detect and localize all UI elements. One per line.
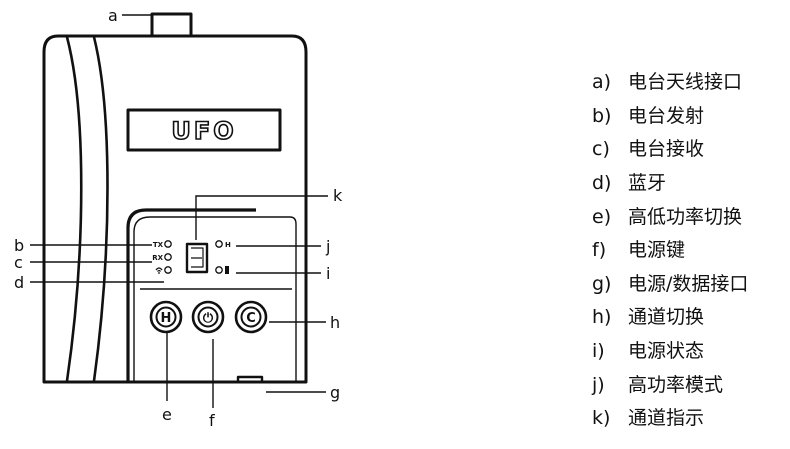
legend-item: k) 通道指示 bbox=[592, 402, 748, 436]
legend-text: 电源/数据接口 bbox=[628, 272, 749, 295]
tx-led bbox=[164, 240, 172, 248]
front-panel bbox=[126, 208, 256, 382]
legend-text: 电台接收 bbox=[628, 138, 705, 161]
body-side-curve bbox=[65, 36, 83, 382]
body-side-curve bbox=[92, 36, 109, 382]
legend-text: 高功率模式 bbox=[628, 373, 724, 396]
power-button-inner bbox=[197, 306, 219, 328]
legend-list: a) 电台天线接口 b) 电台发射 c) 电台接收 d) 蓝牙 e) 高低功率切换 f) 电… bbox=[592, 66, 748, 436]
legend-key: i) bbox=[592, 340, 605, 363]
legend-text: 通道指示 bbox=[628, 407, 705, 430]
channel-display bbox=[185, 242, 209, 274]
legend-text: 电源状态 bbox=[628, 340, 705, 363]
callout-h: h bbox=[330, 313, 340, 332]
callout-g: g bbox=[330, 383, 340, 402]
legend-key: j) bbox=[592, 373, 605, 396]
legend-item: b) 电台发射 bbox=[592, 100, 748, 134]
legend-text: 电台发射 bbox=[628, 104, 705, 127]
callout-e: e bbox=[162, 405, 172, 424]
callout-i: i bbox=[326, 264, 330, 283]
legend-key: c) bbox=[592, 138, 610, 161]
callout-a: a bbox=[108, 6, 118, 25]
power-button-outer bbox=[191, 300, 225, 334]
bluetooth-led bbox=[164, 266, 172, 274]
legend-item: f) 电源键 bbox=[592, 234, 748, 268]
battery-icon bbox=[225, 266, 229, 274]
legend-item: e) 高低功率切换 bbox=[592, 200, 748, 234]
legend-key: e) bbox=[592, 205, 612, 228]
h-button-inner bbox=[155, 306, 177, 328]
legend-item: j) 高功率模式 bbox=[592, 368, 748, 402]
high-power-led bbox=[215, 240, 223, 248]
legend-text: 高低功率切换 bbox=[628, 205, 743, 228]
legend-key: k) bbox=[592, 407, 611, 430]
legend-item: d) 蓝牙 bbox=[592, 167, 748, 201]
tx-indicator-label: TX bbox=[153, 241, 164, 249]
bluetooth-icon bbox=[155, 267, 163, 272]
power-status-led bbox=[215, 266, 223, 274]
front-panel-inner bbox=[133, 216, 297, 382]
legend-key: f) bbox=[592, 239, 607, 262]
callout-c: c bbox=[14, 253, 23, 272]
legend-key: g) bbox=[592, 272, 612, 295]
legend-text: 蓝牙 bbox=[628, 172, 667, 195]
device-body bbox=[42, 34, 308, 384]
callout-d: d bbox=[14, 273, 24, 292]
callout-j: j bbox=[325, 237, 330, 256]
legend-text: 电台天线接口 bbox=[628, 71, 743, 94]
high-power-indicator-label: H bbox=[225, 241, 231, 249]
brand-logo: UFO bbox=[171, 117, 236, 145]
c-button-outer bbox=[234, 300, 268, 334]
rx-led bbox=[164, 253, 172, 261]
leader-k bbox=[195, 195, 328, 240]
legend-key: a) bbox=[592, 71, 612, 94]
data-port bbox=[236, 375, 264, 382]
h-button-outer bbox=[149, 300, 183, 334]
c-button-inner bbox=[240, 306, 262, 328]
legend-item: h) 通道切换 bbox=[592, 301, 748, 335]
legend-item: i) 电源状态 bbox=[592, 335, 748, 369]
legend-text: 通道切换 bbox=[628, 306, 705, 329]
legend-key: d) bbox=[592, 172, 612, 195]
legend-key: b) bbox=[592, 104, 612, 127]
legend-text: 电源键 bbox=[628, 239, 686, 262]
legend-item: c) 电台接收 bbox=[592, 133, 748, 167]
callout-f: f bbox=[209, 411, 215, 430]
power-button: ⏻ bbox=[203, 311, 214, 326]
callout-k: k bbox=[333, 186, 343, 205]
h-button: H bbox=[161, 311, 172, 326]
c-button: C bbox=[246, 311, 256, 326]
legend-item: g) 电源/数据接口 bbox=[592, 268, 748, 302]
antenna-connector bbox=[150, 12, 193, 36]
callout-b: b bbox=[14, 236, 24, 255]
rx-indicator-label: RX bbox=[152, 254, 163, 262]
logo-plate bbox=[126, 108, 282, 152]
legend-item: a) 电台天线接口 bbox=[592, 66, 748, 100]
legend-key: h) bbox=[592, 306, 612, 329]
